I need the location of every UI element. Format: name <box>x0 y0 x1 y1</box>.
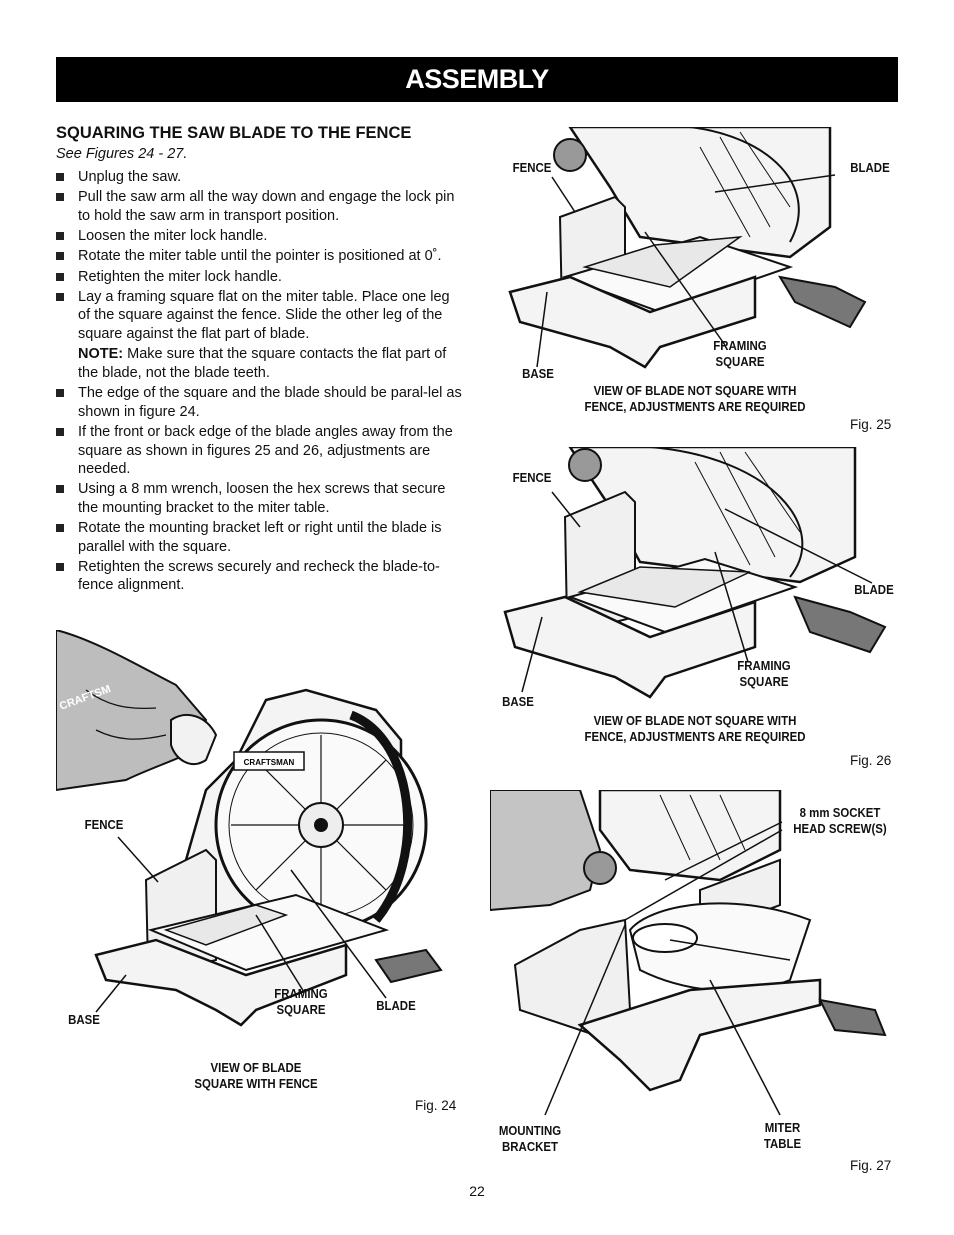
miter-saw-not-square-illustration <box>508 127 867 369</box>
list-item: The edge of the square and the blade sho… <box>56 384 464 421</box>
callout-framing-square: FRAMING SQUARE <box>705 338 775 370</box>
callout-line: 8 mm SOCKET <box>799 805 881 820</box>
square-bullet-icon <box>56 562 64 571</box>
callout-blade: BLADE <box>854 582 894 597</box>
square-bullet-icon <box>56 428 64 437</box>
miter-saw-square-illustration: CRAFTSM CRAFTSMAN <box>56 630 443 1027</box>
list-item: Unplug the saw. <box>56 168 464 187</box>
square-bullet-icon <box>56 173 64 181</box>
figure-24: CRAFTSM CRAFTSMAN FENCE BASE <box>56 630 466 1120</box>
callout-line: BRACKET <box>502 1139 558 1154</box>
instruction-list: Unplug the saw. Pull the saw arm all the… <box>56 168 464 597</box>
list-item: Rotate the mounting bracket left or righ… <box>56 519 464 556</box>
note-label: NOTE: <box>78 346 124 363</box>
list-item: Retighten the miter lock handle. <box>56 268 464 287</box>
square-bullet-icon <box>56 389 64 398</box>
list-item: Pull the saw arm all the way down and en… <box>56 188 464 225</box>
caption-line: FENCE, ADJUSTMENTS ARE REQUIRED <box>584 399 806 414</box>
callout-blade: BLADE <box>376 998 416 1013</box>
caption-line: VIEW OF BLADE NOT SQUARE WITH <box>593 713 797 728</box>
figure-25: FENCE BLADE FRAMING SQUARE BASE VIEW OF … <box>490 127 900 437</box>
step-text: Retighten the screws securely and rechec… <box>78 558 440 594</box>
callout-line: SQUARE <box>739 674 789 689</box>
callout-fence: FENCE <box>512 160 552 175</box>
square-bullet-icon <box>56 193 64 202</box>
figure-view-caption: VIEW OF BLADE NOT SQUARE WITH FENCE, ADJ… <box>572 383 818 415</box>
page-title: ASSEMBLY <box>405 64 549 94</box>
gloved-hand <box>56 630 208 792</box>
figure-caption: Fig. 24 <box>415 1098 457 1113</box>
step-text: Rotate the miter table until the pointer… <box>78 248 442 265</box>
page-number: 22 <box>469 1183 485 1199</box>
callout-line: FRAMING <box>713 338 767 353</box>
callout-fence: FENCE <box>512 470 552 485</box>
step-text: Loosen the miter lock handle. <box>78 228 268 245</box>
step-text: Unplug the saw. <box>78 169 182 185</box>
step-text: If the front or back edge of the blade a… <box>78 424 453 478</box>
figure-caption: Fig. 27 <box>850 1158 892 1173</box>
list-item: Loosen the miter lock handle. <box>56 227 464 246</box>
callout-line: MOUNTING <box>498 1123 562 1138</box>
note: NOTE: Make sure that the square contacts… <box>78 345 464 382</box>
figure-26: FENCE BLADE FRAMING SQUARE BASE VIEW OF … <box>490 447 900 777</box>
callout-miter-table: MITER TABLE <box>754 1120 811 1152</box>
list-item: Using a 8 mm wrench, loosen the hex scre… <box>56 480 464 517</box>
square-bullet-icon <box>56 232 64 241</box>
callout-line: SQUARE <box>715 354 765 369</box>
step-text: Rotate the mounting bracket left or righ… <box>78 520 442 555</box>
callout-base: BASE <box>502 694 534 709</box>
callout-line: SQUARE <box>276 1002 326 1017</box>
callout-base: BASE <box>522 366 554 381</box>
step-text: The edge of the square and the blade sho… <box>78 385 462 420</box>
callout-framing-square: FRAMING SQUARE <box>729 658 799 690</box>
list-item: Retighten the screws securely and rechec… <box>56 558 464 595</box>
step-text: Retighten the miter lock handle. <box>78 268 282 285</box>
caption-line: SQUARE WITH FENCE <box>194 1076 318 1091</box>
mounting-bracket-illustration <box>490 790 887 1116</box>
figure-caption: Fig. 26 <box>850 753 892 768</box>
miter-saw-not-square-illustration <box>503 447 887 699</box>
section-title: SQUARING THE SAW BLADE TO THE FENCE <box>56 124 412 142</box>
see-figures-note: See Figures 24 - 27. <box>56 146 188 162</box>
callout-line: FRAMING <box>737 658 791 673</box>
callout-line: TABLE <box>763 1136 802 1151</box>
step-text: Using a 8 mm wrench, loosen the hex scre… <box>78 481 446 516</box>
callout-line: FRAMING <box>274 986 328 1001</box>
note-text: Make sure that the square contacts the f… <box>78 346 447 381</box>
callout-framing-square: FRAMING SQUARE <box>266 986 336 1018</box>
callout-blade: BLADE <box>850 160 890 175</box>
figure-view-caption: VIEW OF BLADE NOT SQUARE WITH FENCE, ADJ… <box>572 713 818 745</box>
callout-socket-head-screw: 8 mm SOCKET HEAD SCREW(S) <box>783 805 897 837</box>
caption-line: VIEW OF BLADE NOT SQUARE WITH <box>593 383 797 398</box>
list-item: Lay a framing square flat on the miter t… <box>56 288 464 383</box>
figure-27: 8 mm SOCKET HEAD SCREW(S) MOUNTING BRACK… <box>490 790 900 1180</box>
brand-plate: CRAFTSMAN <box>244 758 295 767</box>
callout-base: BASE <box>68 1012 100 1027</box>
square-bullet-icon <box>56 252 64 261</box>
square-bullet-icon <box>56 485 64 494</box>
figure-view-caption: VIEW OF BLADE SQUARE WITH FENCE <box>190 1060 322 1092</box>
square-bullet-icon <box>56 524 64 533</box>
caption-line: FENCE, ADJUSTMENTS ARE REQUIRED <box>584 729 806 744</box>
page-header-banner: ASSEMBLY <box>56 57 898 102</box>
callout-mounting-bracket: MOUNTING BRACKET <box>495 1123 565 1155</box>
callout-line: HEAD SCREW(S) <box>793 821 887 836</box>
callout-fence: FENCE <box>84 817 124 832</box>
square-bullet-icon <box>56 292 64 301</box>
list-item: Rotate the miter table until the pointer… <box>56 247 464 266</box>
caption-line: VIEW OF BLADE <box>210 1060 302 1075</box>
step-text: Lay a framing square flat on the miter t… <box>78 288 450 342</box>
step-text: Pull the saw arm all the way down and en… <box>78 189 455 224</box>
callout-line: MITER <box>764 1120 801 1135</box>
list-item: If the front or back edge of the blade a… <box>56 423 464 479</box>
saw-base <box>94 938 348 1027</box>
figure-caption: Fig. 25 <box>850 417 892 432</box>
square-bullet-icon <box>56 272 64 281</box>
